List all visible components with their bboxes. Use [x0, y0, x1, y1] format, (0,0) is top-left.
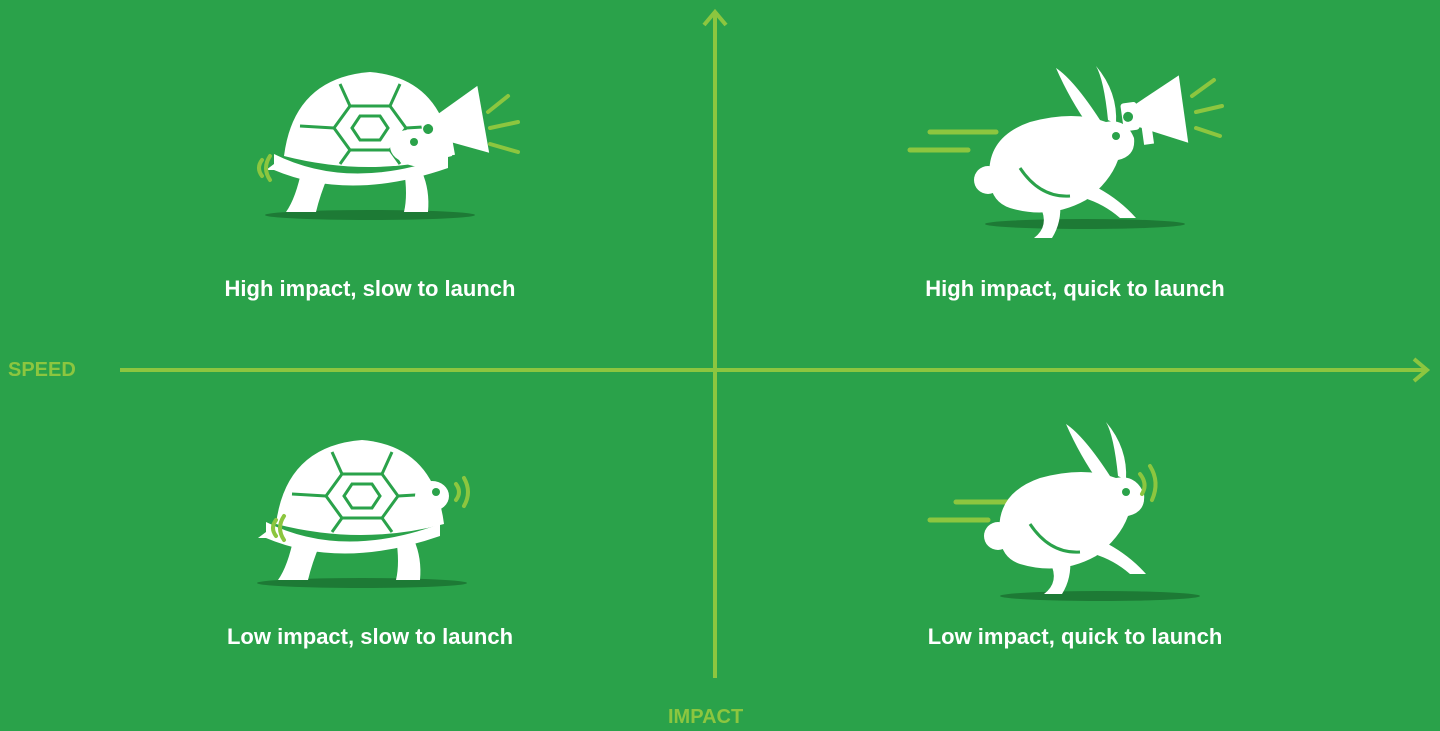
rabbit-with-megaphone-icon	[910, 66, 1222, 238]
rabbit-icon	[930, 422, 1200, 601]
speed-axis-label: SPEED	[8, 359, 76, 382]
horizontal-axis	[120, 359, 1427, 381]
turtle-icon	[257, 440, 468, 588]
turtle-with-megaphone-icon	[259, 72, 518, 220]
caption-top-left: High impact, slow to launch	[120, 276, 620, 302]
caption-top-right: High impact, quick to launch	[825, 276, 1325, 302]
vertical-axis	[704, 12, 726, 678]
caption-bottom-right: Low impact, quick to launch	[825, 624, 1325, 650]
caption-bottom-left: Low impact, slow to launch	[120, 624, 620, 650]
impact-axis-label: IMPACT	[668, 706, 743, 729]
